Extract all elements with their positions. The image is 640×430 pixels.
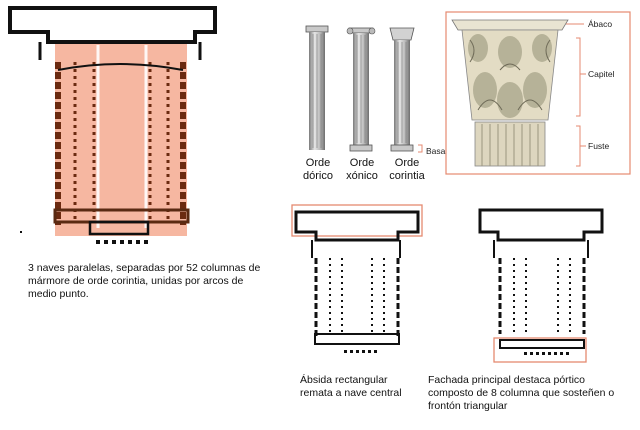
label-doric-line2: dórico [303,170,333,182]
apse-highlight [291,204,423,237]
plan-apse-caption: Ábsida rectangular remata a nave central [300,374,402,399]
label-corinthian-line2: corintia [389,170,425,182]
label-ionic-line1: Orde [349,157,375,169]
base-bracket [418,144,423,153]
label-base: Basa [426,146,446,156]
label-shaft: Fuste [588,141,610,151]
plan-apse [291,204,423,353]
plan-left-caption: 3 naves paralelas, separadas por 52 colu… [28,262,261,300]
label-doric-line1: Orde [305,157,331,169]
capital-detail [445,11,631,175]
order-doric [305,25,329,150]
plan-facade-caption: Fachada principal destaca pórtico compos… [428,374,615,412]
capital-frame [445,11,631,175]
plan-facade [478,208,604,363]
label-corinthian-line1: Orde [394,157,420,169]
label-corinthian: Orde corintia [383,157,431,183]
transept-wall [8,6,217,44]
label-ionic: Orde xónico [340,157,384,183]
label-doric: Orde dórico [296,157,340,183]
label-abacus: Ábaco [588,19,613,29]
order-corinthian [389,27,415,152]
label-capital: Capitel [588,69,615,79]
order-ionic [346,27,376,152]
naves-highlight [55,40,187,236]
facade-highlight [493,337,587,363]
plan-left [8,6,217,244]
label-ionic-line2: xónico [346,170,378,182]
